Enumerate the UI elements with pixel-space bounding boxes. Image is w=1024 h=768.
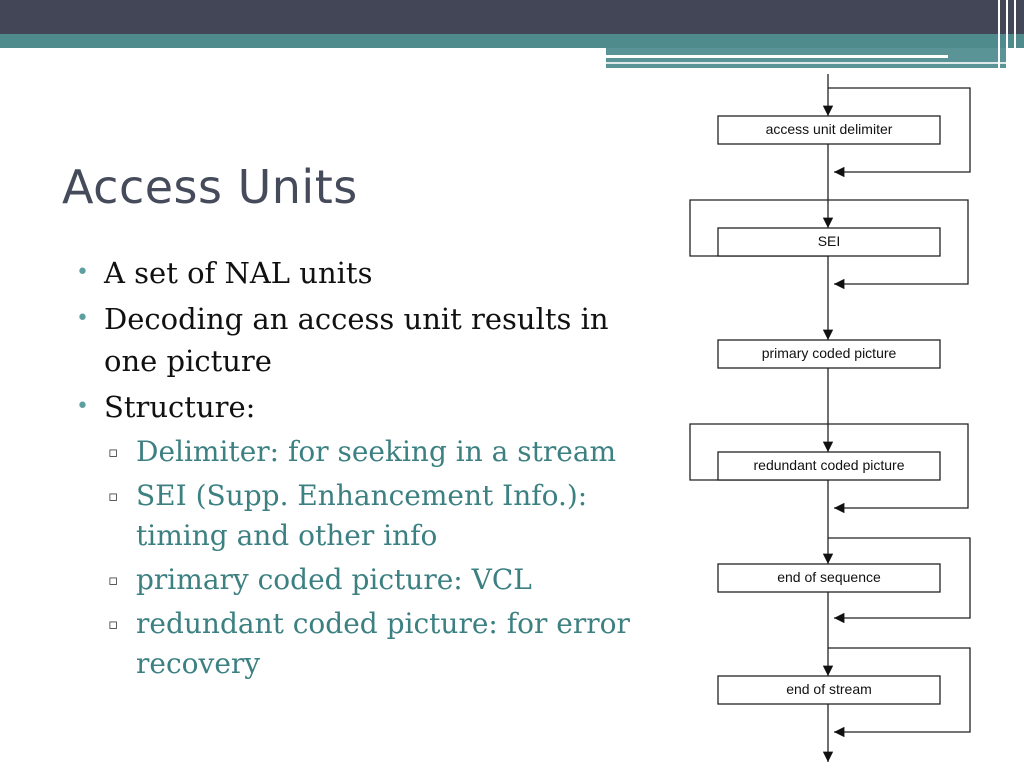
access-unit-flow-diagram: access unit delimiter SEI primary coded … xyxy=(689,74,971,762)
sub-bullet-item: ▫ Delimiter: for seeking in a stream xyxy=(76,432,636,472)
bullet-text: Decoding an access unit results in one p… xyxy=(104,302,609,378)
bypass-loop xyxy=(828,647,971,738)
bullet-dot-icon: • xyxy=(76,306,89,331)
flow-box-label: end of stream xyxy=(786,681,872,697)
sub-bullet-item: ▫ redundant coded picture: for error rec… xyxy=(76,604,636,684)
bullet-dot-icon: • xyxy=(76,394,89,419)
square-bullet-icon: ▫ xyxy=(108,443,119,461)
sub-bullet-item: ▫ SEI (Supp. Enhancement Info.): timing … xyxy=(76,476,636,556)
teal-accent-bar xyxy=(606,48,1006,68)
top-dark-bar xyxy=(0,0,1024,34)
sub-bullet-text: Delimiter: for seeking in a stream xyxy=(136,435,617,468)
sub-bullet-item: ▫ primary coded picture: VCL xyxy=(76,560,636,600)
flow-box xyxy=(717,675,941,705)
bypass-loop xyxy=(828,537,971,624)
bullet-dot-icon: • xyxy=(76,260,89,285)
flow-box xyxy=(717,115,941,145)
flow-box xyxy=(717,563,941,593)
sub-bullet-text: SEI (Supp. Enhancement Info.): timing an… xyxy=(136,479,588,552)
flow-box-label: end of sequence xyxy=(777,569,881,585)
accent-line xyxy=(606,55,948,58)
page-title: Access Units xyxy=(62,160,358,214)
accent-line-thin xyxy=(606,62,1006,64)
flow-box xyxy=(717,451,941,481)
flow-box-label: primary coded picture xyxy=(762,345,897,361)
flow-box-label: redundant coded picture xyxy=(754,457,905,473)
square-bullet-icon: ▫ xyxy=(108,571,119,589)
corner-stripes xyxy=(990,0,1024,70)
slide-content: • A set of NAL units • Decoding an acces… xyxy=(76,252,636,688)
repeat-loop xyxy=(689,199,969,290)
flow-box-label: access unit delimiter xyxy=(766,121,893,137)
square-bullet-icon: ▫ xyxy=(108,615,119,633)
bypass-loop xyxy=(828,87,971,178)
sub-bullet-text: redundant coded picture: for error recov… xyxy=(136,607,630,680)
repeat-loop xyxy=(689,423,969,514)
flow-box-label: SEI xyxy=(818,233,841,249)
bullet-item: • Structure: xyxy=(76,386,636,428)
top-teal-bar xyxy=(0,34,1024,48)
bullet-text: Structure: xyxy=(104,390,256,424)
bullet-item: • A set of NAL units xyxy=(76,252,636,294)
sub-bullet-text: primary coded picture: VCL xyxy=(136,563,532,596)
square-bullet-icon: ▫ xyxy=(108,487,119,505)
flow-box xyxy=(717,339,941,369)
flow-box xyxy=(717,227,941,257)
bullet-item: • Decoding an access unit results in one… xyxy=(76,298,636,382)
bullet-text: A set of NAL units xyxy=(104,256,373,290)
